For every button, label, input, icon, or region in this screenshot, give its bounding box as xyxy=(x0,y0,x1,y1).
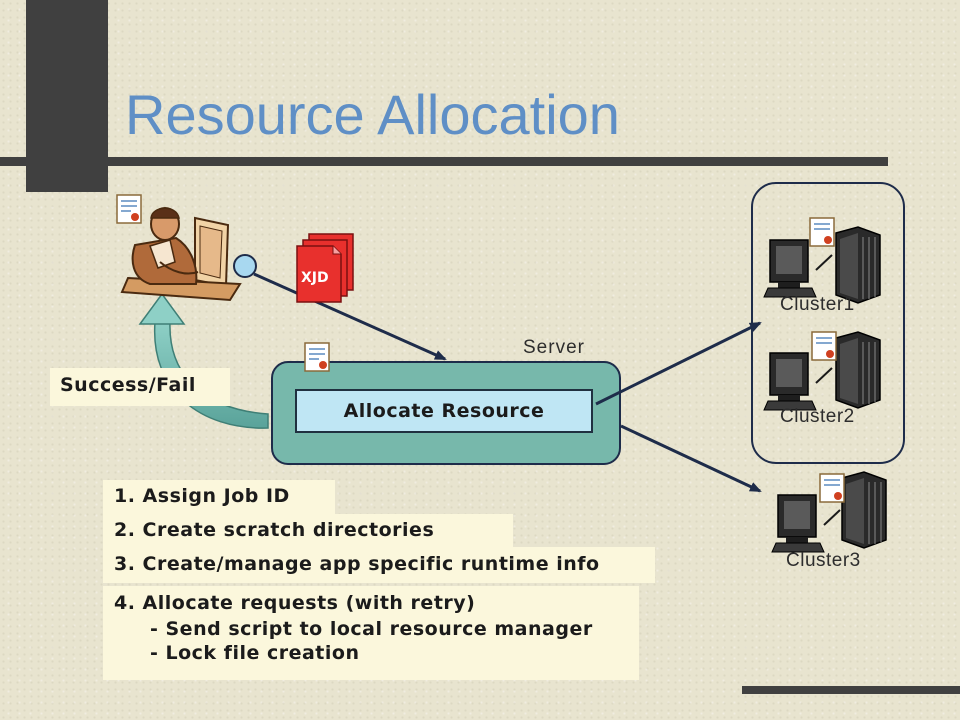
certificate-icon-user xyxy=(116,194,142,224)
arrow-to-cluster-group xyxy=(595,321,762,406)
bottom-accent-bar xyxy=(742,686,960,694)
request-arrow xyxy=(253,272,447,361)
step-3: 3. Create/manage app specific runtime in… xyxy=(103,547,655,583)
allocate-resource-box: Allocate Resource xyxy=(295,389,593,433)
arrow-to-cluster3 xyxy=(620,424,762,493)
step-1: 1. Assign Job ID xyxy=(103,480,335,514)
cluster3-certificate-icon xyxy=(819,473,845,503)
step-4-box: 4. Allocate requests (with retry) - Send… xyxy=(103,586,639,680)
connector-node xyxy=(233,254,257,278)
cluster1-certificate-icon xyxy=(809,217,835,247)
cluster2-computer-icon xyxy=(763,331,881,411)
server-label: Server xyxy=(523,337,585,358)
feedback-curved-arrow xyxy=(138,292,269,429)
user-workstation-icon xyxy=(120,207,242,302)
cluster2-label: Cluster2 xyxy=(780,406,855,427)
success-fail-label: Success/Fail xyxy=(50,368,230,406)
certificate-icon-server xyxy=(304,342,330,372)
cluster3-computer-icon xyxy=(771,471,887,553)
step-4: 4. Allocate requests (with retry) xyxy=(114,592,476,614)
cluster1-computer-icon xyxy=(763,226,881,304)
allocate-resource-label: Allocate Resource xyxy=(343,400,545,422)
cluster2-certificate-icon xyxy=(811,331,837,361)
substep-send-script: - Send script to local resource manager xyxy=(150,618,593,640)
xjd-label: XJD xyxy=(301,270,329,286)
xjd-document-stack-icon xyxy=(296,233,354,303)
step-2: 2. Create scratch directories xyxy=(103,514,513,548)
substep-lock-file: - Lock file creation xyxy=(150,642,360,664)
cluster3-label: Cluster3 xyxy=(786,550,861,571)
slide-title: Resource Allocation xyxy=(125,83,620,146)
cluster1-label: Cluster1 xyxy=(780,294,855,315)
title-underline xyxy=(0,157,888,166)
